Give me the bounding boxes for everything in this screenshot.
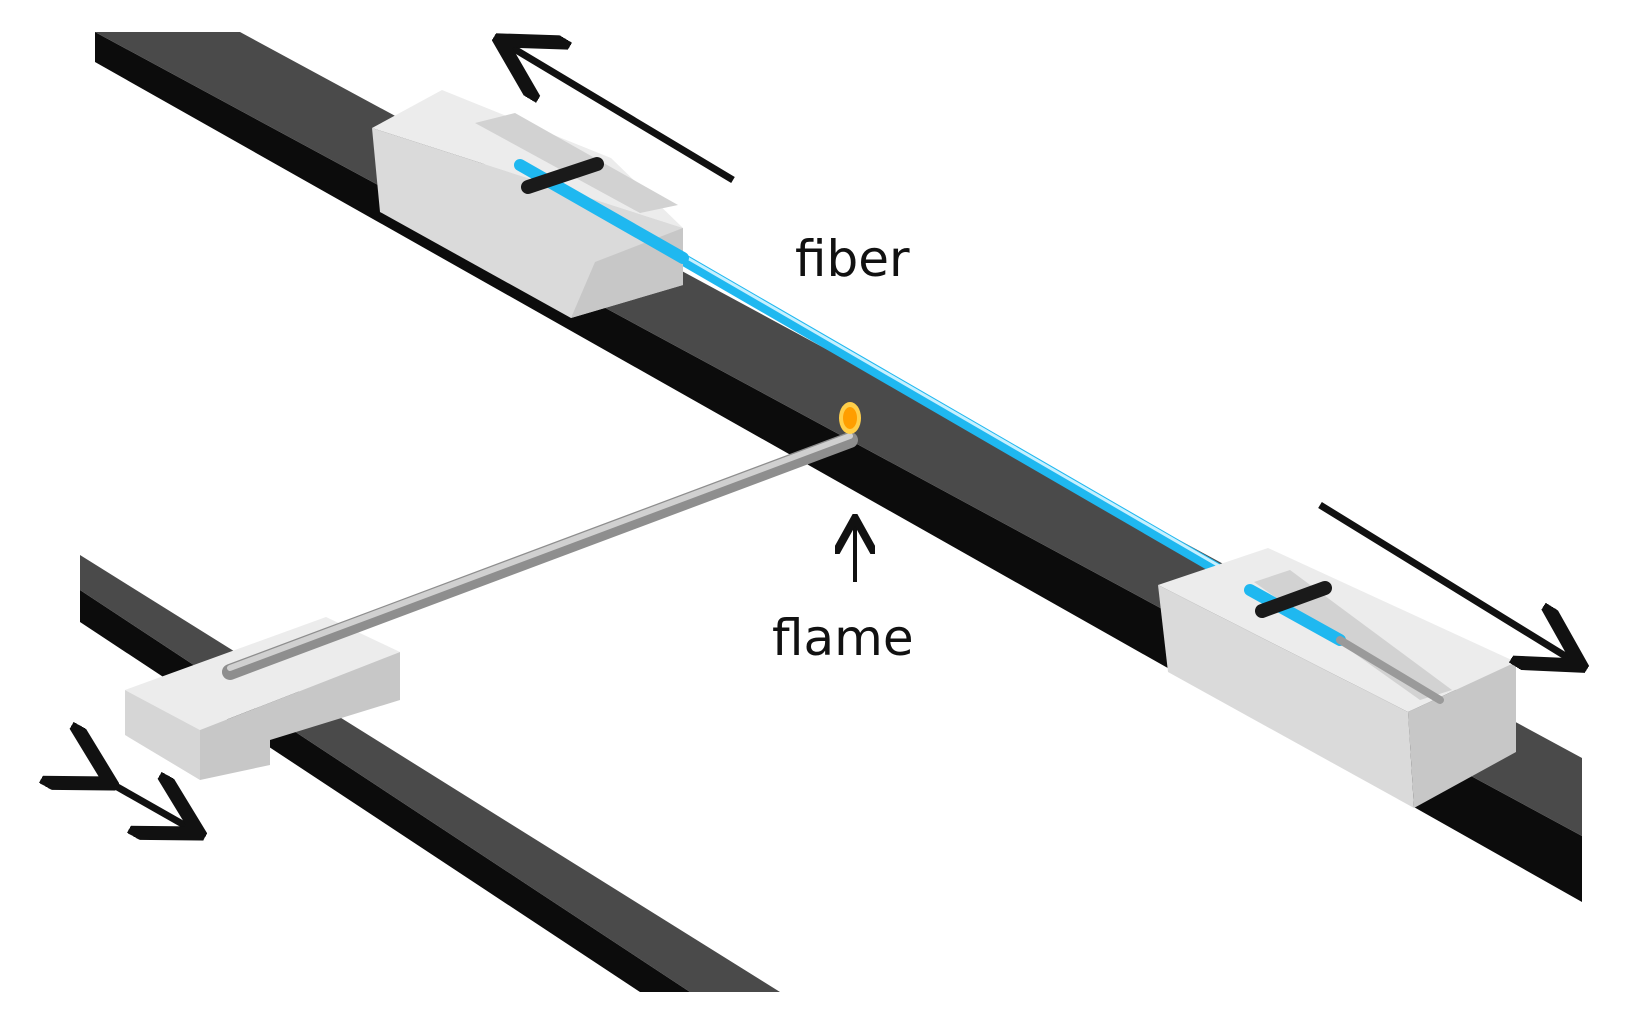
double-headed-arrow-icon [105,780,193,830]
flame-core [843,407,857,429]
arrow-up-left-icon [506,44,735,184]
left-clamp [521,157,604,194]
left-holder-groove [475,113,678,213]
fiber-end-grey [1336,636,1444,704]
torch-stage-top [125,617,400,730]
arrow-down-right-icon [1318,502,1575,662]
right-holder-front [1158,585,1414,808]
left-fiber-holder [372,90,683,318]
right-fiber-holder [1158,548,1516,808]
fiber-label: fiber [795,230,910,288]
lower-rail-top [80,555,780,992]
lower-rail [80,555,780,992]
torch [222,432,858,680]
fiber-in-right-holder [1244,584,1346,646]
left-holder-end [571,228,683,318]
flame [839,402,861,434]
right-holder-end [1408,662,1516,808]
torch-stage-end [200,652,400,780]
flame-label: flame [772,609,914,667]
right-clamp [1255,581,1332,618]
